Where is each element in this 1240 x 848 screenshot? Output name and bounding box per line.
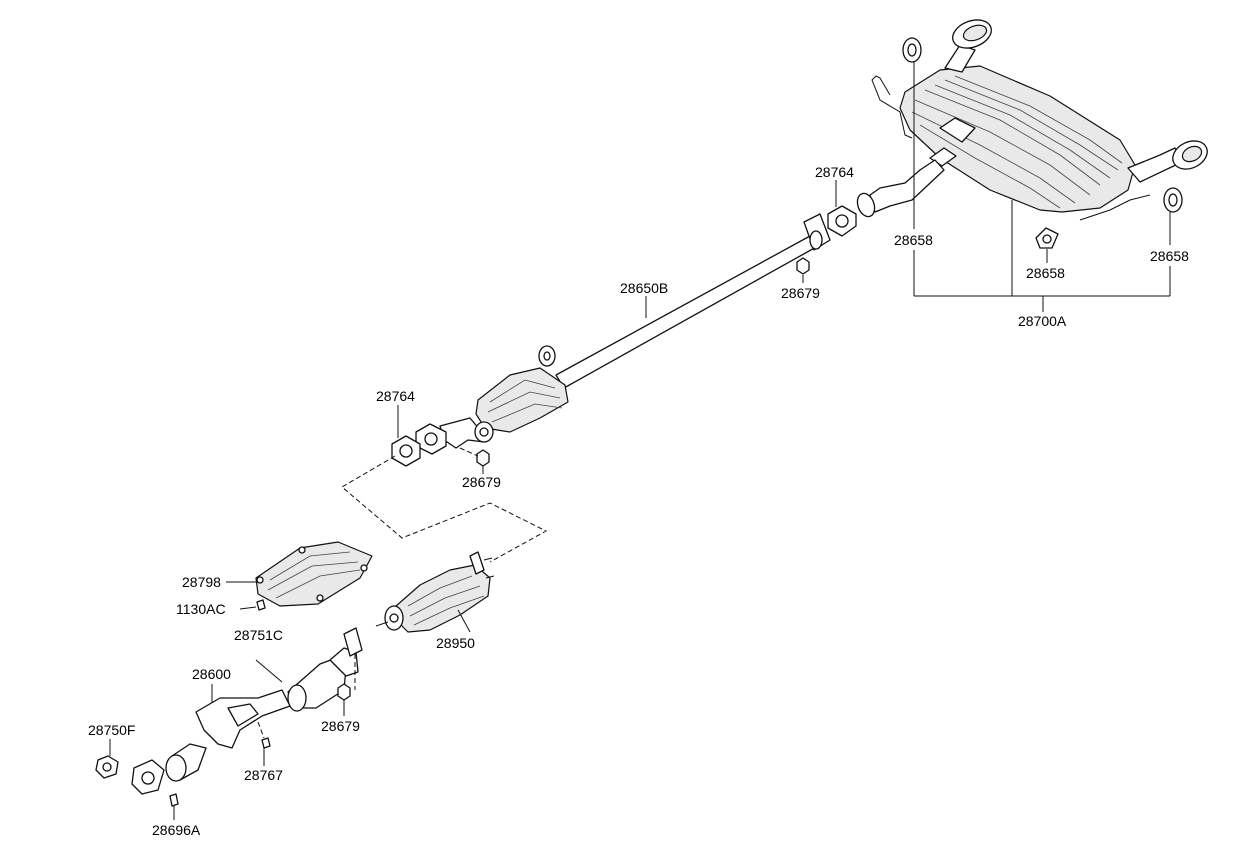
- label-28650B: 28650B: [620, 280, 668, 296]
- front-catalytic-converter: [375, 551, 495, 633]
- label-28658-a: 28658: [894, 232, 933, 248]
- label-28751C: 28751C: [234, 627, 283, 643]
- stud-28767: [257, 721, 271, 766]
- label-28679-mid: 28679: [462, 474, 501, 490]
- label-28658-c: 28658: [1150, 248, 1189, 264]
- label-28767: 28767: [244, 767, 283, 783]
- bolt-1130AC: [239, 599, 266, 611]
- center-pipe: [415, 213, 831, 455]
- nut-low: [337, 654, 356, 716]
- label-28950: 28950: [436, 635, 475, 651]
- center-cat-body: [475, 367, 569, 433]
- gasket-28750F: [95, 739, 119, 779]
- label-28679-top: 28679: [781, 285, 820, 301]
- label-28764-mid: 28764: [376, 388, 415, 404]
- muffler-leader-lines: [913, 62, 1171, 312]
- label-1130AC: 1130AC: [176, 601, 226, 617]
- nut-mid: [459, 447, 490, 474]
- rear-muffler-assembly: [856, 19, 1208, 249]
- rubber-hanger-mid: [1035, 227, 1059, 249]
- heat-shield: [226, 541, 373, 607]
- label-28658-b: 28658: [1026, 265, 1065, 281]
- rubber-hanger-right: [1163, 187, 1183, 213]
- muffler-inlet-pipe: [869, 159, 945, 213]
- front-pipe: [131, 627, 363, 820]
- gasket-top: [827, 180, 857, 237]
- label-28750F: 28750F: [88, 722, 135, 738]
- label-28798: 28798: [182, 574, 221, 590]
- label-28696A: 28696A: [152, 822, 201, 838]
- label-28679-low: 28679: [321, 718, 360, 734]
- label-28764-top: 28764: [815, 164, 854, 180]
- label-28600: 28600: [192, 666, 231, 682]
- muffler-body: [899, 65, 1136, 213]
- center-pipe-tube: [555, 235, 819, 389]
- part-labels: 28764 28658 28658 28658 28700A 28650B 28…: [88, 164, 1189, 838]
- label-28700A: 28700A: [1018, 313, 1067, 329]
- connection-dashed-lines: [341, 455, 548, 563]
- rubber-hanger-top: [902, 37, 922, 63]
